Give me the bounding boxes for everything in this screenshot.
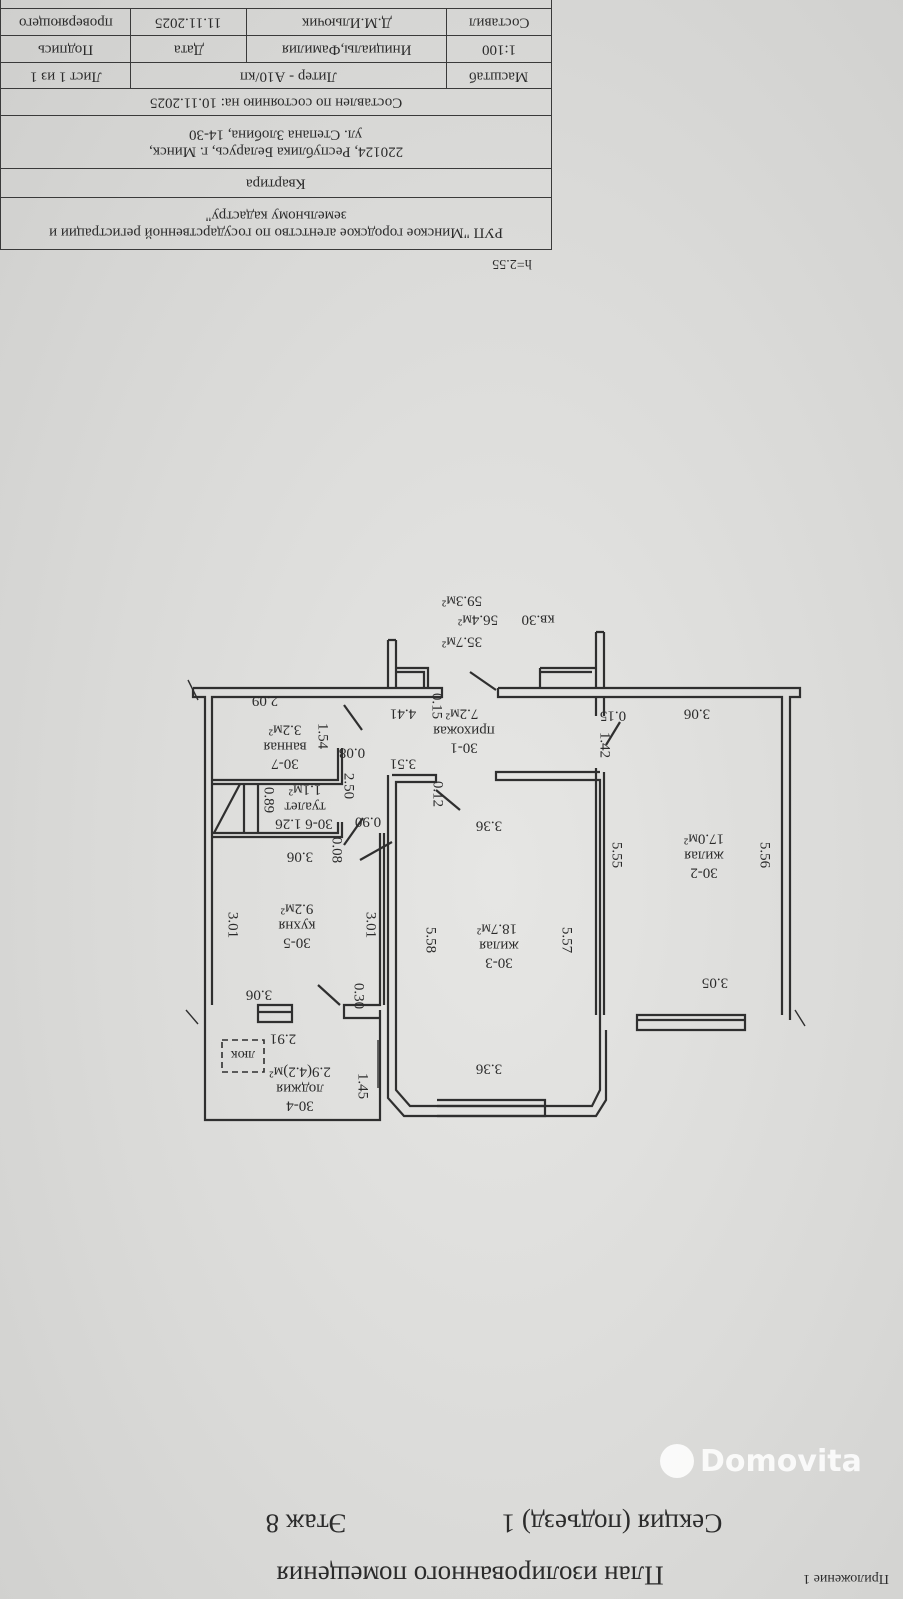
- dimension: 3.51: [389, 755, 417, 772]
- stair-wall-right: [594, 630, 606, 688]
- dimension: 0.15: [599, 707, 627, 724]
- dimension: 3.06: [245, 986, 273, 1003]
- door-swings: [317, 671, 621, 1006]
- room-30-2-window: [635, 1013, 747, 1032]
- dimension: 5.57: [558, 926, 575, 954]
- dimension: 0.30: [350, 982, 367, 1010]
- room-30-1-name: прихожая: [433, 722, 495, 739]
- room-30-5-name: кухня: [278, 917, 316, 934]
- dimension: 3.36: [475, 817, 503, 834]
- kitchen-wall: [342, 833, 386, 1020]
- apartment-living-area: 35.7м²: [441, 633, 483, 650]
- dimension: 4.41: [389, 705, 417, 722]
- stair-step-left: [396, 666, 430, 688]
- appendix-label: Приложение 1: [803, 1571, 889, 1586]
- room-30-4-area: 2.9(4.2)м²: [269, 1063, 331, 1080]
- room-30-3-name: жилая: [479, 937, 519, 954]
- toilet-hatch: [213, 783, 260, 834]
- partition-toilet: [212, 822, 344, 839]
- stair-step-right: [538, 666, 596, 688]
- room-30-3-area: 18.7м²: [476, 920, 518, 937]
- stair-wall-left: [386, 638, 398, 688]
- dimension: 3.06: [683, 705, 711, 722]
- dimension: 0.90: [354, 813, 382, 830]
- room-30-7-id: 30-7: [271, 755, 299, 772]
- room-30-5-id: 30-5: [283, 934, 311, 951]
- dimension: 0.08: [338, 744, 366, 761]
- room-30-6-id: 30-6 1.26: [275, 815, 333, 832]
- room-30-4-name: лоджия: [276, 1080, 324, 1097]
- partition-hall-30-2: [594, 697, 606, 1015]
- dimension: 2.50: [340, 772, 357, 800]
- dimension: 3.01: [224, 911, 241, 939]
- dimension: 0.15: [428, 692, 445, 720]
- dimension: 5.56: [756, 841, 773, 869]
- room-30-3-window: [437, 1098, 547, 1118]
- dimension: 1.42: [596, 731, 613, 759]
- partition-bath: [212, 748, 344, 786]
- cut-row: [0, 0, 552, 9]
- room-30-2-name: жилая: [684, 847, 724, 864]
- dimension: 2.91: [269, 1030, 297, 1047]
- room-30-5-area: 9.2м²: [280, 900, 314, 917]
- dimension: 3.01: [362, 911, 379, 939]
- dimension: 1.54: [314, 722, 331, 750]
- dimension: 2.09: [251, 692, 279, 709]
- room-30-7-area: 3.2м²: [268, 721, 302, 738]
- kitchen-window: [256, 1003, 294, 1024]
- watermark-text: Domovita: [700, 1443, 862, 1479]
- hatch-label: люк: [230, 1047, 256, 1062]
- title-block: РУП "Минское городское агентство по госу…: [0, 0, 552, 252]
- dimension: 5.55: [608, 841, 625, 869]
- room-30-1-id: 30-1: [450, 739, 478, 756]
- dimension: 0.89: [260, 786, 277, 814]
- room-30-2-id: 30-2: [690, 864, 718, 881]
- room-30-6-name: туалет: [284, 798, 326, 815]
- plan-title: План изолированного помещения: [276, 1560, 664, 1591]
- apartment-total-area: 56.4м²: [457, 611, 499, 628]
- dimension: 0.08: [328, 836, 345, 864]
- room-30-1-area: 7.2м²: [445, 705, 479, 722]
- section-label: Секция (подъезд) 1: [501, 1508, 723, 1539]
- room-30-6-area: 1.1м²: [288, 781, 322, 798]
- axis-marks: [185, 679, 806, 1027]
- dimension: 3.36: [475, 1060, 503, 1077]
- outer-wall: [191, 686, 444, 1122]
- floor-label: Этаж 8: [265, 1508, 347, 1539]
- room-30-3-id: 30-3: [485, 954, 513, 971]
- dimension: 1.45: [354, 1072, 371, 1100]
- room-30-2-area: 17.0м²: [683, 830, 725, 847]
- apartment-total-with-loggia: 59.3м²: [441, 592, 483, 609]
- outer-wall-right: [496, 686, 802, 1020]
- dimension: 5.58: [422, 926, 439, 954]
- domovita-logo-icon: [660, 1444, 694, 1478]
- dimension: 3.06: [286, 848, 314, 865]
- dimension: 3.05: [701, 974, 729, 991]
- loggia-hatch: [221, 1039, 265, 1073]
- watermark-logo: Domovita: [660, 1440, 900, 1482]
- room-30-4-id: 30-4: [286, 1097, 314, 1114]
- room-30-7-name: ванная: [263, 738, 307, 755]
- dimension: 0.12: [429, 780, 446, 808]
- apartment-number: кв.30: [521, 611, 555, 628]
